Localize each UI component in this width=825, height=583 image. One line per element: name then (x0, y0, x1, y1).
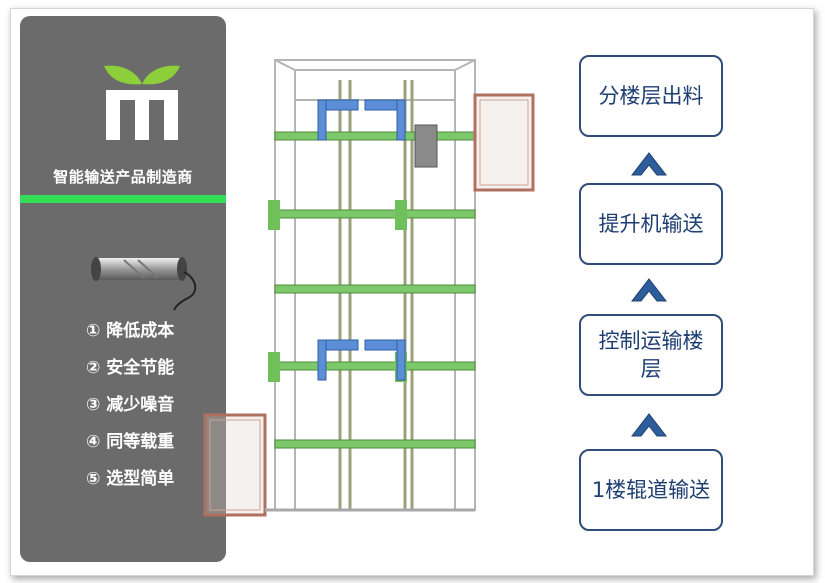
flow-step-label: 分楼层出料 (598, 84, 704, 108)
feature-item: ③ 减少噪音 (86, 395, 175, 415)
flow-step-label: 1楼辊道输送 (591, 478, 711, 502)
feature-item: ② 安全节能 (86, 358, 175, 378)
chevron-up-icon (630, 152, 668, 176)
sidebar-panel: 智能输送产品制造商 ① 降低成本 ② 安全节能 ③ 减少噪音 ④ 同等载重 ⑤ … (20, 16, 226, 562)
chevron-up-icon (630, 413, 668, 437)
feature-item: ① 降低成本 (86, 321, 175, 341)
accent-divider (20, 195, 226, 203)
flow-step-label: 控制运输楼层 (598, 329, 704, 381)
tubular-heater-icon (91, 257, 197, 311)
feature-item: ⑤ 选型简单 (86, 469, 175, 489)
flow-step-box: 控制运输楼层 (579, 314, 723, 396)
chevron-up-icon (630, 278, 668, 302)
company-logo-icon (104, 65, 180, 140)
brand-tagline: 智能输送产品制造商 (53, 168, 193, 186)
elevator-structure-illustration (203, 59, 535, 517)
feature-item: ④ 同等载重 (86, 432, 175, 452)
flow-step-box: 提升机输送 (579, 183, 723, 265)
flow-step-box: 分楼层出料 (579, 55, 723, 137)
flow-step-label: 提升机输送 (598, 212, 704, 236)
flow-step-box: 1楼辊道输送 (579, 449, 723, 531)
